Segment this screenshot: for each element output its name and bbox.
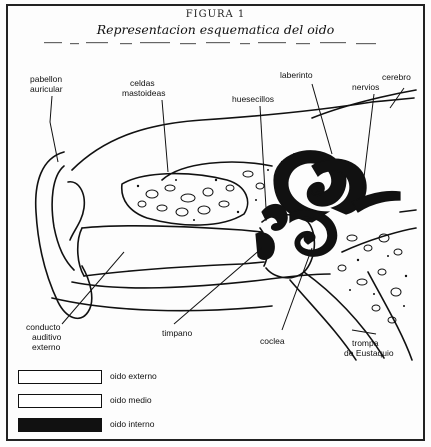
label-conducto-3: externo <box>32 342 61 352</box>
leader-pabellon <box>50 96 58 162</box>
legend-swatch-black <box>18 418 102 432</box>
leader-cerebro <box>390 88 404 108</box>
title-underline-speckle <box>40 40 390 46</box>
leader-conducto <box>62 252 124 324</box>
label-huesecillos: huesecillos <box>232 94 274 104</box>
figure-label: FIGURA 1 <box>0 9 431 20</box>
label-cerebro: cerebro <box>382 72 411 82</box>
legend-label: oido medio <box>110 395 152 405</box>
label-trompa-2: de Eustaquio <box>344 348 394 358</box>
ossicles <box>262 205 287 231</box>
leader-celdas <box>162 100 168 172</box>
label-conducto-2: auditivo <box>32 332 62 342</box>
label-timpano: timpano <box>162 328 193 338</box>
leader-coclea <box>282 248 312 330</box>
label-laberinto: laberinto <box>280 70 313 80</box>
label-coclea: coclea <box>260 336 285 346</box>
ear-canal-upper <box>82 226 262 232</box>
legend-label: oido interno <box>110 419 154 429</box>
legend-item-oido-medio: oido medio <box>18 394 228 410</box>
label-nervios: nervios <box>352 82 379 92</box>
label-trompa-1: trompa <box>352 338 379 348</box>
legend-item-oido-externo: oido externo <box>18 370 228 386</box>
legend-item-oido-interno: oido interno <box>18 418 228 434</box>
figure-title: Representacion esquematica del oido <box>0 22 431 37</box>
leader-nervios <box>362 94 374 194</box>
label-pabellon-2: auricular <box>30 84 63 94</box>
label-celdas-1: celdas <box>130 78 155 88</box>
legend-label: oido externo <box>110 371 157 381</box>
ear-diagram: pabellon auricular celdas mastoideas hue… <box>12 62 422 367</box>
legend-swatch-white <box>18 370 102 384</box>
pinna-outer <box>36 152 92 318</box>
label-celdas-2: mastoideas <box>122 88 165 98</box>
leader-huesecillos <box>260 106 266 208</box>
label-conducto-1: conducto <box>26 322 61 332</box>
mastoid-region <box>122 174 248 225</box>
label-pabellon-1: pabellon <box>30 74 62 84</box>
temporal-bone-outline <box>72 98 414 170</box>
leader-trompa <box>352 330 376 334</box>
legend-swatch-white <box>18 394 102 408</box>
leader-laberinto <box>312 84 332 154</box>
